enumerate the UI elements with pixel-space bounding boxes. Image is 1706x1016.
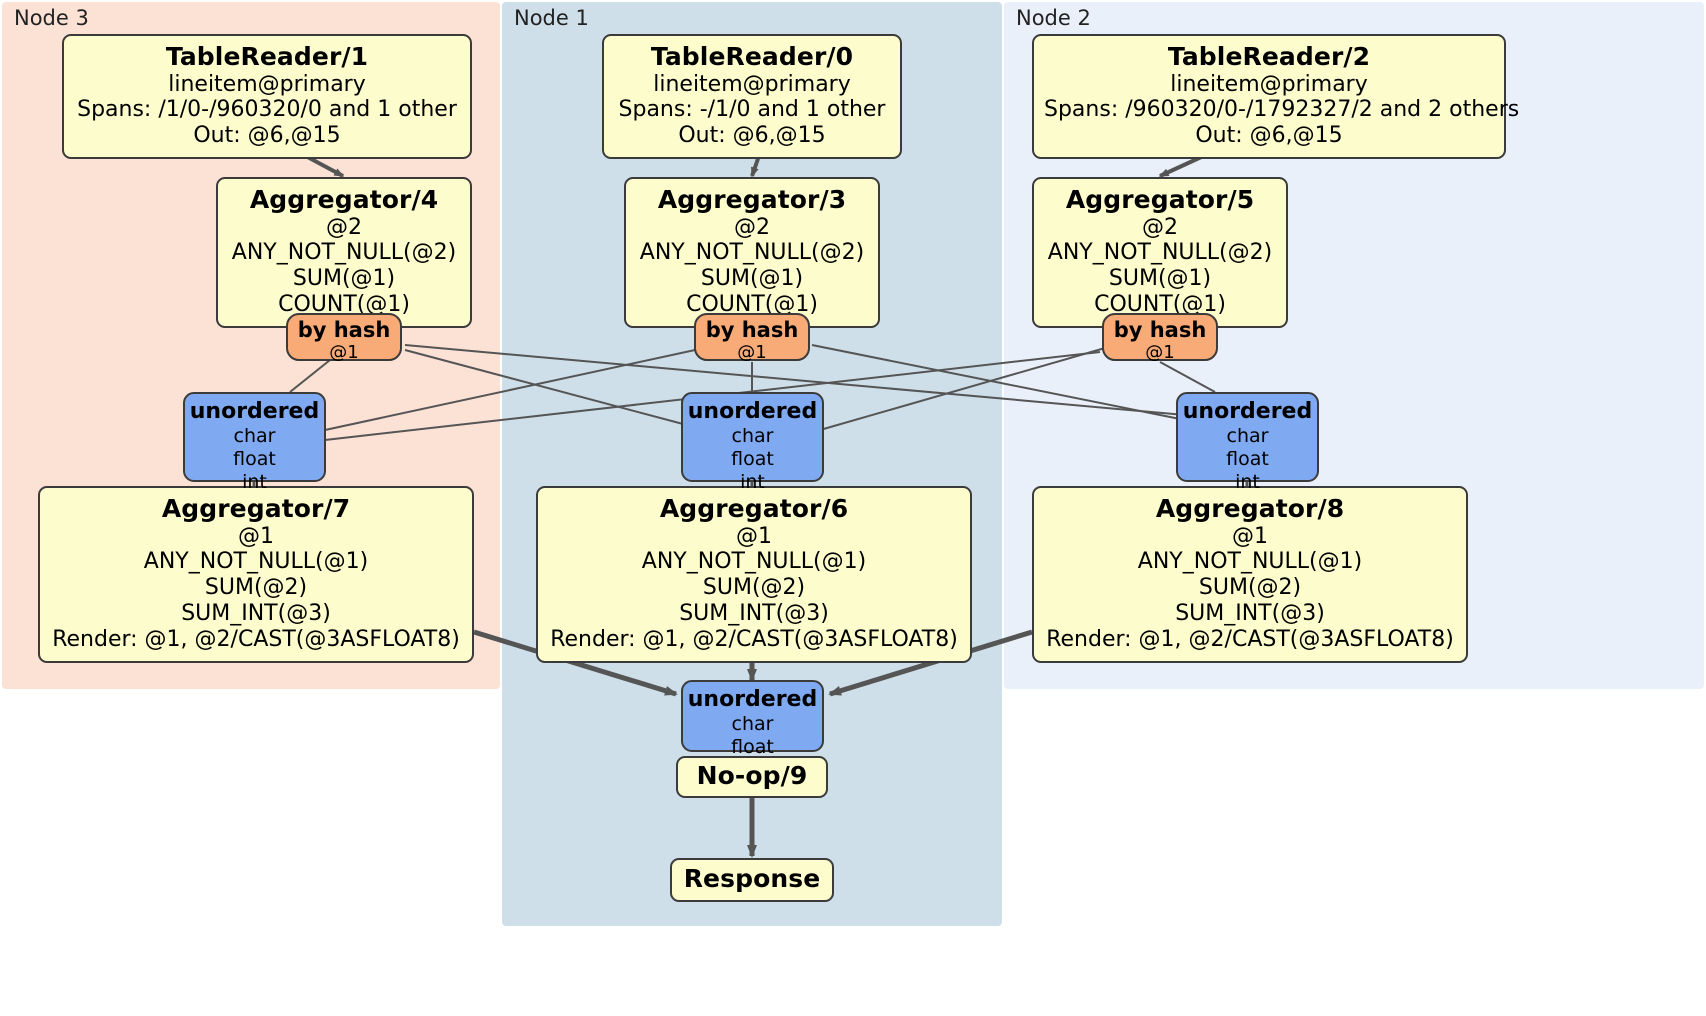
node-func-3: SUM_INT(@3) (679, 601, 829, 627)
node-table: lineitem@primary (653, 71, 851, 97)
node-func-3: SUM_INT(@3) (1175, 601, 1325, 627)
synchronizer-unordered-8[interactable]: unordered char float int (1176, 392, 1319, 493)
table-reader-0[interactable]: TableReader/0 lineitem@primary Spans: -/… (602, 34, 902, 160)
node-spans: Spans: /1/0-/960320/0 and 1 other (77, 97, 457, 123)
aggregator-3[interactable]: Aggregator/3 @2 ANY_NOT_NULL(@2) SUM(@1)… (624, 177, 880, 329)
node-title: Aggregator/7 (161, 494, 351, 523)
table-reader-1[interactable]: TableReader/1 lineitem@primary Spans: /1… (62, 34, 472, 160)
node-spans: Spans: -/1/0 and 1 other (618, 97, 886, 123)
node-group: @2 (326, 214, 362, 240)
node-group: @1 (1232, 523, 1268, 549)
router-column: @1 (329, 341, 359, 363)
aggregator-6[interactable]: Aggregator/6 @1 ANY_NOT_NULL(@1) SUM(@2)… (536, 486, 972, 664)
router-column: @1 (1145, 341, 1175, 363)
router-by-hash-4[interactable]: by hash @1 (286, 313, 402, 363)
sync-type-2: float (1226, 448, 1269, 471)
sync-title: unordered (687, 687, 818, 712)
node-group: @1 (238, 523, 274, 549)
sync-type-3: int (1235, 470, 1260, 493)
node-group: @1 (736, 523, 772, 549)
node-group: @2 (1142, 214, 1178, 240)
node-func-2: SUM(@1) (700, 266, 804, 292)
sync-type-1: char (233, 425, 276, 448)
sync-type-1: char (1226, 425, 1269, 448)
node-render: Render: @1, @2/CAST(@3ASFLOAT8) (1046, 627, 1454, 653)
sync-type-3: int (242, 470, 267, 493)
table-reader-2[interactable]: TableReader/2 lineitem@primary Spans: /9… (1032, 34, 1520, 160)
router-column: @1 (737, 341, 767, 363)
sync-type-2: float (233, 448, 276, 471)
node-title: No-op/9 (696, 761, 808, 790)
aggregator-8[interactable]: Aggregator/8 @1 ANY_NOT_NULL(@1) SUM(@2)… (1032, 486, 1468, 664)
node-func-1: ANY_NOT_NULL(@1) (641, 549, 867, 575)
node-func-2: SUM(@1) (1108, 266, 1212, 292)
sync-title: unordered (189, 399, 320, 424)
node-render: Render: @1, @2/CAST(@3ASFLOAT8) (52, 627, 460, 653)
node-title: TableReader/2 (1167, 42, 1371, 71)
node-func-2: SUM(@2) (702, 575, 806, 601)
sync-type-2: float (731, 736, 774, 759)
node-func-3: SUM_INT(@3) (181, 601, 331, 627)
node-func-2: SUM(@2) (1198, 575, 1302, 601)
node-func-2: SUM(@1) (292, 266, 396, 292)
panel-label-node-2: Node 2 (1016, 6, 1091, 30)
response-node[interactable]: Response (670, 858, 834, 902)
sync-type-2: float (731, 448, 774, 471)
no-op-9[interactable]: No-op/9 (676, 756, 828, 798)
node-table: lineitem@primary (1170, 71, 1368, 97)
synchronizer-unordered-final[interactable]: unordered char float (681, 680, 824, 758)
node-out: Out: @6,@15 (193, 123, 341, 149)
node-func-1: ANY_NOT_NULL(@1) (1137, 549, 1363, 575)
node-func-2: SUM(@2) (204, 575, 308, 601)
sync-title: unordered (1182, 399, 1313, 424)
node-func-1: ANY_NOT_NULL(@2) (639, 240, 865, 266)
panel-label-node-1: Node 1 (514, 6, 589, 30)
node-title: Aggregator/6 (659, 494, 849, 523)
sync-type-3: int (740, 470, 765, 493)
node-title: Aggregator/8 (1155, 494, 1345, 523)
synchronizer-unordered-7[interactable]: unordered char float int (183, 392, 326, 493)
node-func-1: ANY_NOT_NULL(@1) (143, 549, 369, 575)
router-title: by hash (1113, 318, 1207, 342)
node-out: Out: @6,@15 (678, 123, 826, 149)
router-title: by hash (705, 318, 799, 342)
sync-title: unordered (687, 399, 818, 424)
router-by-hash-5[interactable]: by hash @1 (1102, 313, 1218, 363)
sync-type-1: char (731, 425, 774, 448)
node-func-1: ANY_NOT_NULL(@2) (1047, 240, 1273, 266)
aggregator-7[interactable]: Aggregator/7 @1 ANY_NOT_NULL(@1) SUM(@2)… (38, 486, 474, 664)
node-render: Render: @1, @2/CAST(@3ASFLOAT8) (550, 627, 958, 653)
router-by-hash-3[interactable]: by hash @1 (694, 313, 810, 363)
node-spans: Spans: /960320/0-/1792327/2 and 2 others (1044, 97, 1520, 123)
aggregator-4[interactable]: Aggregator/4 @2 ANY_NOT_NULL(@2) SUM(@1)… (216, 177, 472, 329)
node-out: Out: @6,@15 (1195, 123, 1343, 149)
synchronizer-unordered-6[interactable]: unordered char float int (681, 392, 824, 493)
node-title: Aggregator/4 (249, 185, 439, 214)
router-title: by hash (297, 318, 391, 342)
node-group: @2 (734, 214, 770, 240)
node-table: lineitem@primary (168, 71, 366, 97)
node-title: Aggregator/5 (1065, 185, 1255, 214)
node-title: TableReader/1 (165, 42, 369, 71)
node-title: TableReader/0 (650, 42, 854, 71)
node-func-1: ANY_NOT_NULL(@2) (231, 240, 457, 266)
panel-label-node-3: Node 3 (14, 6, 89, 30)
node-title: Response (683, 864, 821, 893)
aggregator-5[interactable]: Aggregator/5 @2 ANY_NOT_NULL(@2) SUM(@1)… (1032, 177, 1288, 329)
sync-type-1: char (731, 713, 774, 736)
node-title: Aggregator/3 (657, 185, 847, 214)
